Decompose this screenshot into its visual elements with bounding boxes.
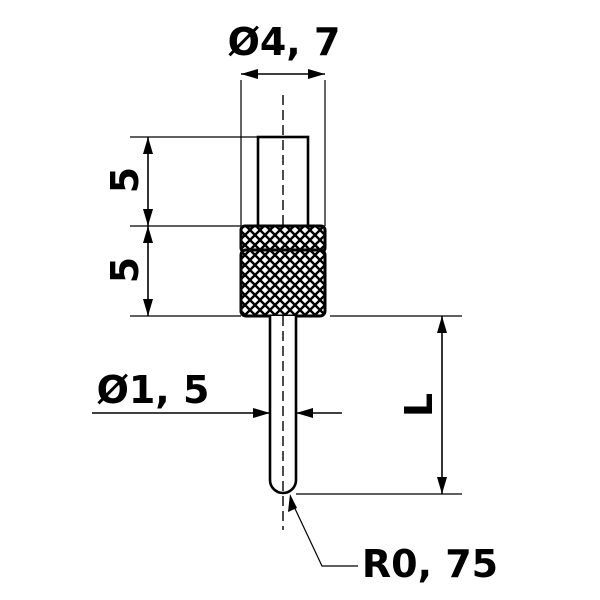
arrow-icon [308, 69, 325, 79]
arrow-icon [288, 494, 297, 512]
arrow-icon [143, 226, 153, 243]
stylus-diameter-label: Ø1, 5 [97, 368, 210, 412]
leader-line-radius [289, 497, 358, 567]
arrow-icon [296, 408, 313, 418]
upper-pin [256, 135, 310, 229]
stylus-shaft [268, 316, 298, 495]
tip-radius-label: R0, 75 [362, 542, 498, 586]
upper-length-label: 5 [103, 167, 147, 193]
arrow-icon [253, 408, 270, 418]
arrow-icon [241, 69, 258, 79]
arrow-icon [143, 299, 153, 316]
arrow-icon [143, 209, 153, 226]
arrow-icon [437, 316, 447, 333]
knurl-length-label: 5 [103, 257, 147, 283]
stylus-length-label: L [397, 393, 441, 417]
knurl-ring-top [239, 224, 327, 254]
outer-diameter-label: Ø4, 7 [228, 20, 341, 64]
arrow-icon [143, 137, 153, 154]
arrow-icon [437, 477, 447, 494]
knurl-body [239, 248, 327, 318]
